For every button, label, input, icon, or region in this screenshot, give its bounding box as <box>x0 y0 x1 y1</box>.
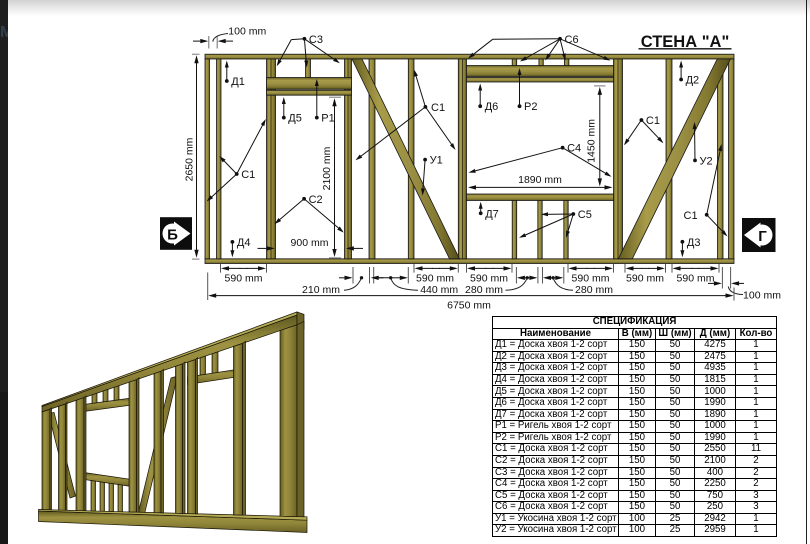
svg-text:Д2: Д2 <box>686 75 700 87</box>
svg-text:Р1: Р1 <box>321 113 334 125</box>
svg-text:280 mm: 280 mm <box>465 284 503 296</box>
svg-text:С2: С2 <box>309 194 323 206</box>
svg-text:590 mm: 590 mm <box>416 272 454 284</box>
svg-text:С4: С4 <box>567 143 581 155</box>
svg-text:590 mm: 590 mm <box>626 272 664 284</box>
svg-text:С1: С1 <box>431 102 445 114</box>
svg-text:С1: С1 <box>646 115 660 127</box>
svg-text:Д5: Д5 <box>288 113 302 125</box>
svg-text:Р2: Р2 <box>524 101 537 113</box>
svg-text:1890 mm: 1890 mm <box>518 174 562 186</box>
svg-text:Д1: Д1 <box>231 76 245 88</box>
svg-text:Д6: Д6 <box>485 101 499 113</box>
svg-text:СТЕНА "А": СТЕНА "А" <box>641 33 730 51</box>
svg-text:У1: У1 <box>430 155 443 167</box>
svg-text:210 mm: 210 mm <box>302 284 340 296</box>
svg-text:100 mm: 100 mm <box>228 25 266 37</box>
svg-text:590 mm: 590 mm <box>225 272 263 284</box>
svg-text:С5: С5 <box>578 209 592 221</box>
svg-text:590 mm: 590 mm <box>470 272 508 284</box>
svg-text:Б: Б <box>167 227 178 244</box>
svg-text:Д3: Д3 <box>687 237 701 249</box>
svg-text:590 mm: 590 mm <box>677 272 715 284</box>
svg-text:С3: С3 <box>309 34 323 46</box>
svg-text:440 mm: 440 mm <box>420 284 458 296</box>
svg-text:1450 mm: 1450 mm <box>586 119 598 163</box>
svg-text:900 mm: 900 mm <box>291 237 329 249</box>
svg-text:Д4: Д4 <box>237 237 251 249</box>
svg-text:2650 mm: 2650 mm <box>184 137 196 181</box>
svg-text:С1: С1 <box>241 169 255 181</box>
svg-text:С6: С6 <box>565 34 579 46</box>
svg-text:У2: У2 <box>700 155 713 167</box>
svg-text:6750 mm: 6750 mm <box>447 299 491 311</box>
svg-text:280 mm: 280 mm <box>575 284 613 296</box>
svg-text:2100 mm: 2100 mm <box>321 146 333 190</box>
svg-text:Г: Г <box>758 228 767 245</box>
svg-text:590 mm: 590 mm <box>572 272 610 284</box>
svg-text:С1: С1 <box>684 210 698 222</box>
svg-text:100 mm: 100 mm <box>743 290 781 302</box>
svg-text:Д7: Д7 <box>485 208 499 220</box>
